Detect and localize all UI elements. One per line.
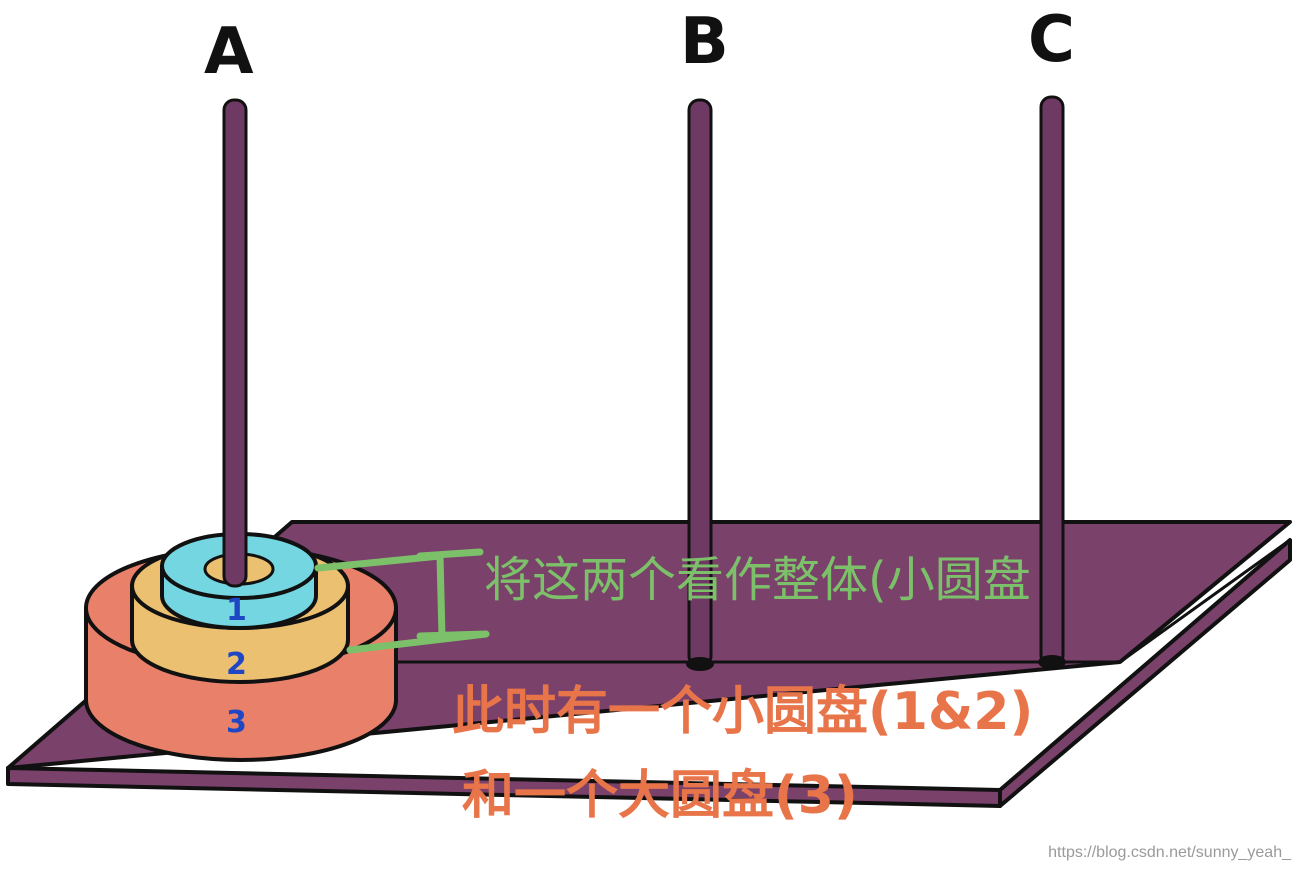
peg-b-label: B [680, 5, 730, 79]
peg-c-base [1038, 655, 1066, 669]
disk-large-number: 3 [226, 705, 247, 740]
board-ridge-line-right [1119, 538, 1291, 664]
watermark: https://blog.csdn.net/sunny_yeah_ [1048, 844, 1291, 861]
disk-small-number: 1 [226, 593, 247, 628]
peg-b-base [686, 657, 714, 671]
peg-a-label: A [204, 15, 255, 89]
disk-medium-number: 2 [226, 647, 247, 682]
group-note: 将这两个看作整体(小圆盘 [484, 552, 1031, 608]
summary-line-2: 和一个大圆盘(3) [462, 766, 858, 826]
group-bracket [314, 548, 490, 654]
board-right-edge [998, 538, 1292, 808]
peg-c-label: C [1028, 3, 1076, 77]
summary-line-1: 此时有一个小圆盘(1&2) [452, 682, 1034, 742]
peg-a [222, 98, 248, 588]
peg-c [1039, 95, 1065, 667]
